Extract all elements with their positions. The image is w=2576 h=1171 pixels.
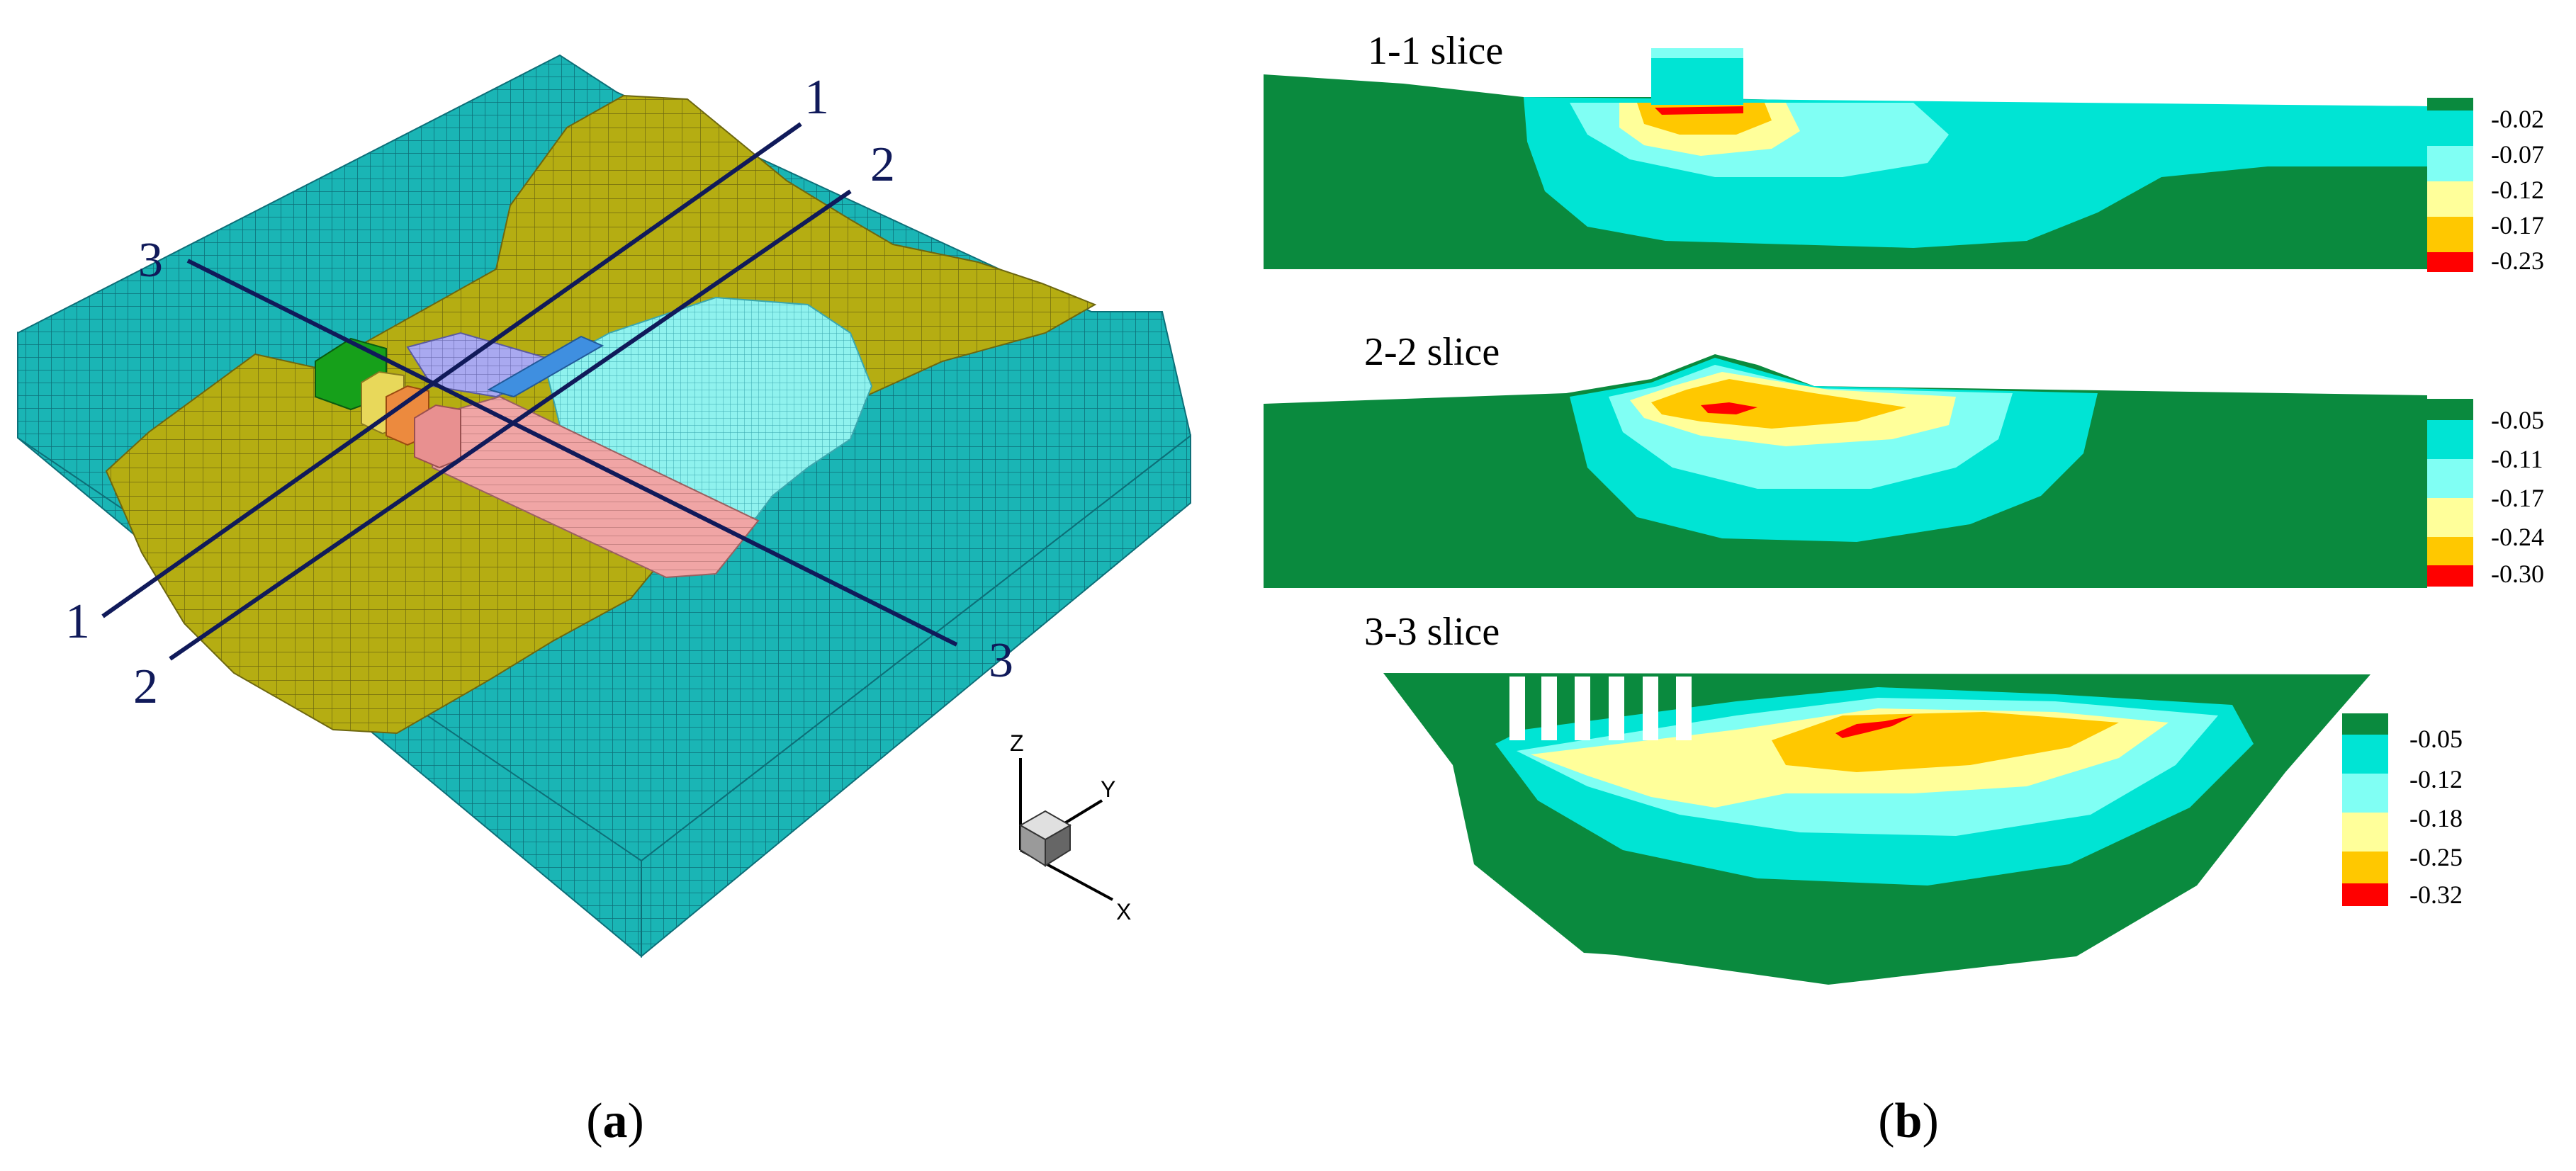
legend-1-label-3: -0.17 <box>2491 211 2544 239</box>
slice-1-legend: -0.02 -0.07 -0.12 -0.17 -0.23 <box>2427 98 2544 275</box>
panel-label-b-letter: b <box>1895 1094 1923 1148</box>
legend-3-label-0: -0.05 <box>2409 725 2463 753</box>
slice-3-pier <box>1609 677 1624 740</box>
legend-3-swatch-3 <box>2342 813 2388 852</box>
section-label-1-bottom: 1 <box>65 594 90 649</box>
legend-3-label-2: -0.18 <box>2409 804 2463 832</box>
legend-2-swatch-2 <box>2427 459 2473 498</box>
slice-2-band-gold <box>1651 379 1906 429</box>
section-label-2-top: 2 <box>870 137 895 192</box>
legend-2-label-4: -0.30 <box>2491 560 2544 588</box>
section-label-2-bottom: 2 <box>133 660 158 714</box>
legend-3-swatch-0 <box>2342 713 2388 735</box>
slice-3-pier <box>1575 677 1590 740</box>
axis-label-z: Z <box>1010 730 1024 756</box>
mesh-dam-body <box>431 395 760 579</box>
legend-3-label-1: -0.12 <box>2409 765 2463 793</box>
legend-2-label-1: -0.11 <box>2491 445 2543 473</box>
slice-title-2: 2-2 slice <box>1364 330 1500 374</box>
legend-3-label-4: -0.32 <box>2409 881 2463 909</box>
slice-3-contour <box>1383 673 2370 985</box>
slice-3-gate-piers <box>1509 677 1692 740</box>
section-line-3 <box>186 259 958 647</box>
legend-1-swatch-0 <box>2427 98 2473 111</box>
legend-1-swatch-2 <box>2427 146 2473 181</box>
mesh-block-salmon <box>414 404 461 469</box>
slice-3-legend: -0.05 -0.12 -0.18 -0.25 -0.32 <box>2342 713 2463 909</box>
mesh-model-3d <box>17 54 1192 958</box>
legend-2-swatch-5 <box>2427 565 2473 587</box>
slice-3-pier <box>1643 677 1658 740</box>
section-line-2 <box>169 189 852 661</box>
legend-1-swatch-4 <box>2427 217 2473 252</box>
slice-title-3: 3-3 slice <box>1364 610 1500 654</box>
axis-triad <box>1018 758 1113 901</box>
slice-3-band-red <box>1835 715 1913 738</box>
legend-2-swatch-4 <box>2427 537 2473 565</box>
section-line-1 <box>101 122 802 618</box>
legend-2-swatch-1 <box>2427 420 2473 459</box>
slice-2-band-red <box>1701 402 1757 414</box>
legend-2-swatch-3 <box>2427 498 2473 537</box>
slice-3-pier <box>1676 677 1692 740</box>
slice-3-pier <box>1541 677 1557 740</box>
slice-1-band-red <box>1655 106 1743 115</box>
section-label-1-top: 1 <box>804 70 829 125</box>
slice-1-structure-top <box>1651 48 1743 58</box>
legend-2-swatch-0 <box>2427 399 2473 420</box>
section-label-3-left: 3 <box>138 233 163 288</box>
axis-label-x: X <box>1116 899 1131 924</box>
legend-3-label-3: -0.25 <box>2409 843 2463 871</box>
legend-2-label-0: -0.05 <box>2491 406 2544 434</box>
panel-label-a: (a) <box>586 1094 644 1148</box>
section-label-3-right: 3 <box>989 633 1013 688</box>
axis-cube-top <box>1018 810 1072 841</box>
legend-3-swatch-5 <box>2342 883 2388 906</box>
legend-3-swatch-4 <box>2342 852 2388 883</box>
section-lines <box>101 122 958 661</box>
slice-2-contour <box>1264 354 2427 588</box>
legend-2-label-3: -0.24 <box>2491 523 2544 551</box>
legend-1-swatch-5 <box>2427 252 2473 272</box>
legend-1-label-2: -0.12 <box>2491 176 2544 204</box>
panel-label-b: (b) <box>1878 1094 1939 1148</box>
legend-2-label-2: -0.17 <box>2491 484 2544 512</box>
slice-3-pier <box>1509 677 1525 740</box>
mesh-spillway <box>487 335 604 398</box>
legend-1-label-1: -0.07 <box>2491 140 2544 169</box>
axis-label-y: Y <box>1101 776 1115 802</box>
slice-1-contour <box>1264 48 2427 269</box>
panel-label-a-letter: a <box>603 1094 628 1148</box>
legend-1-swatch-3 <box>2427 181 2473 217</box>
legend-1-label-4: -0.23 <box>2491 247 2544 275</box>
legend-3-swatch-1 <box>2342 735 2388 774</box>
slice-title-1: 1-1 slice <box>1368 29 1503 73</box>
legend-1-swatch-1 <box>2427 111 2473 146</box>
slice-2-legend: -0.05 -0.11 -0.17 -0.24 -0.30 <box>2427 399 2544 588</box>
legend-1-label-0: -0.02 <box>2491 105 2544 133</box>
legend-3-swatch-2 <box>2342 774 2388 813</box>
